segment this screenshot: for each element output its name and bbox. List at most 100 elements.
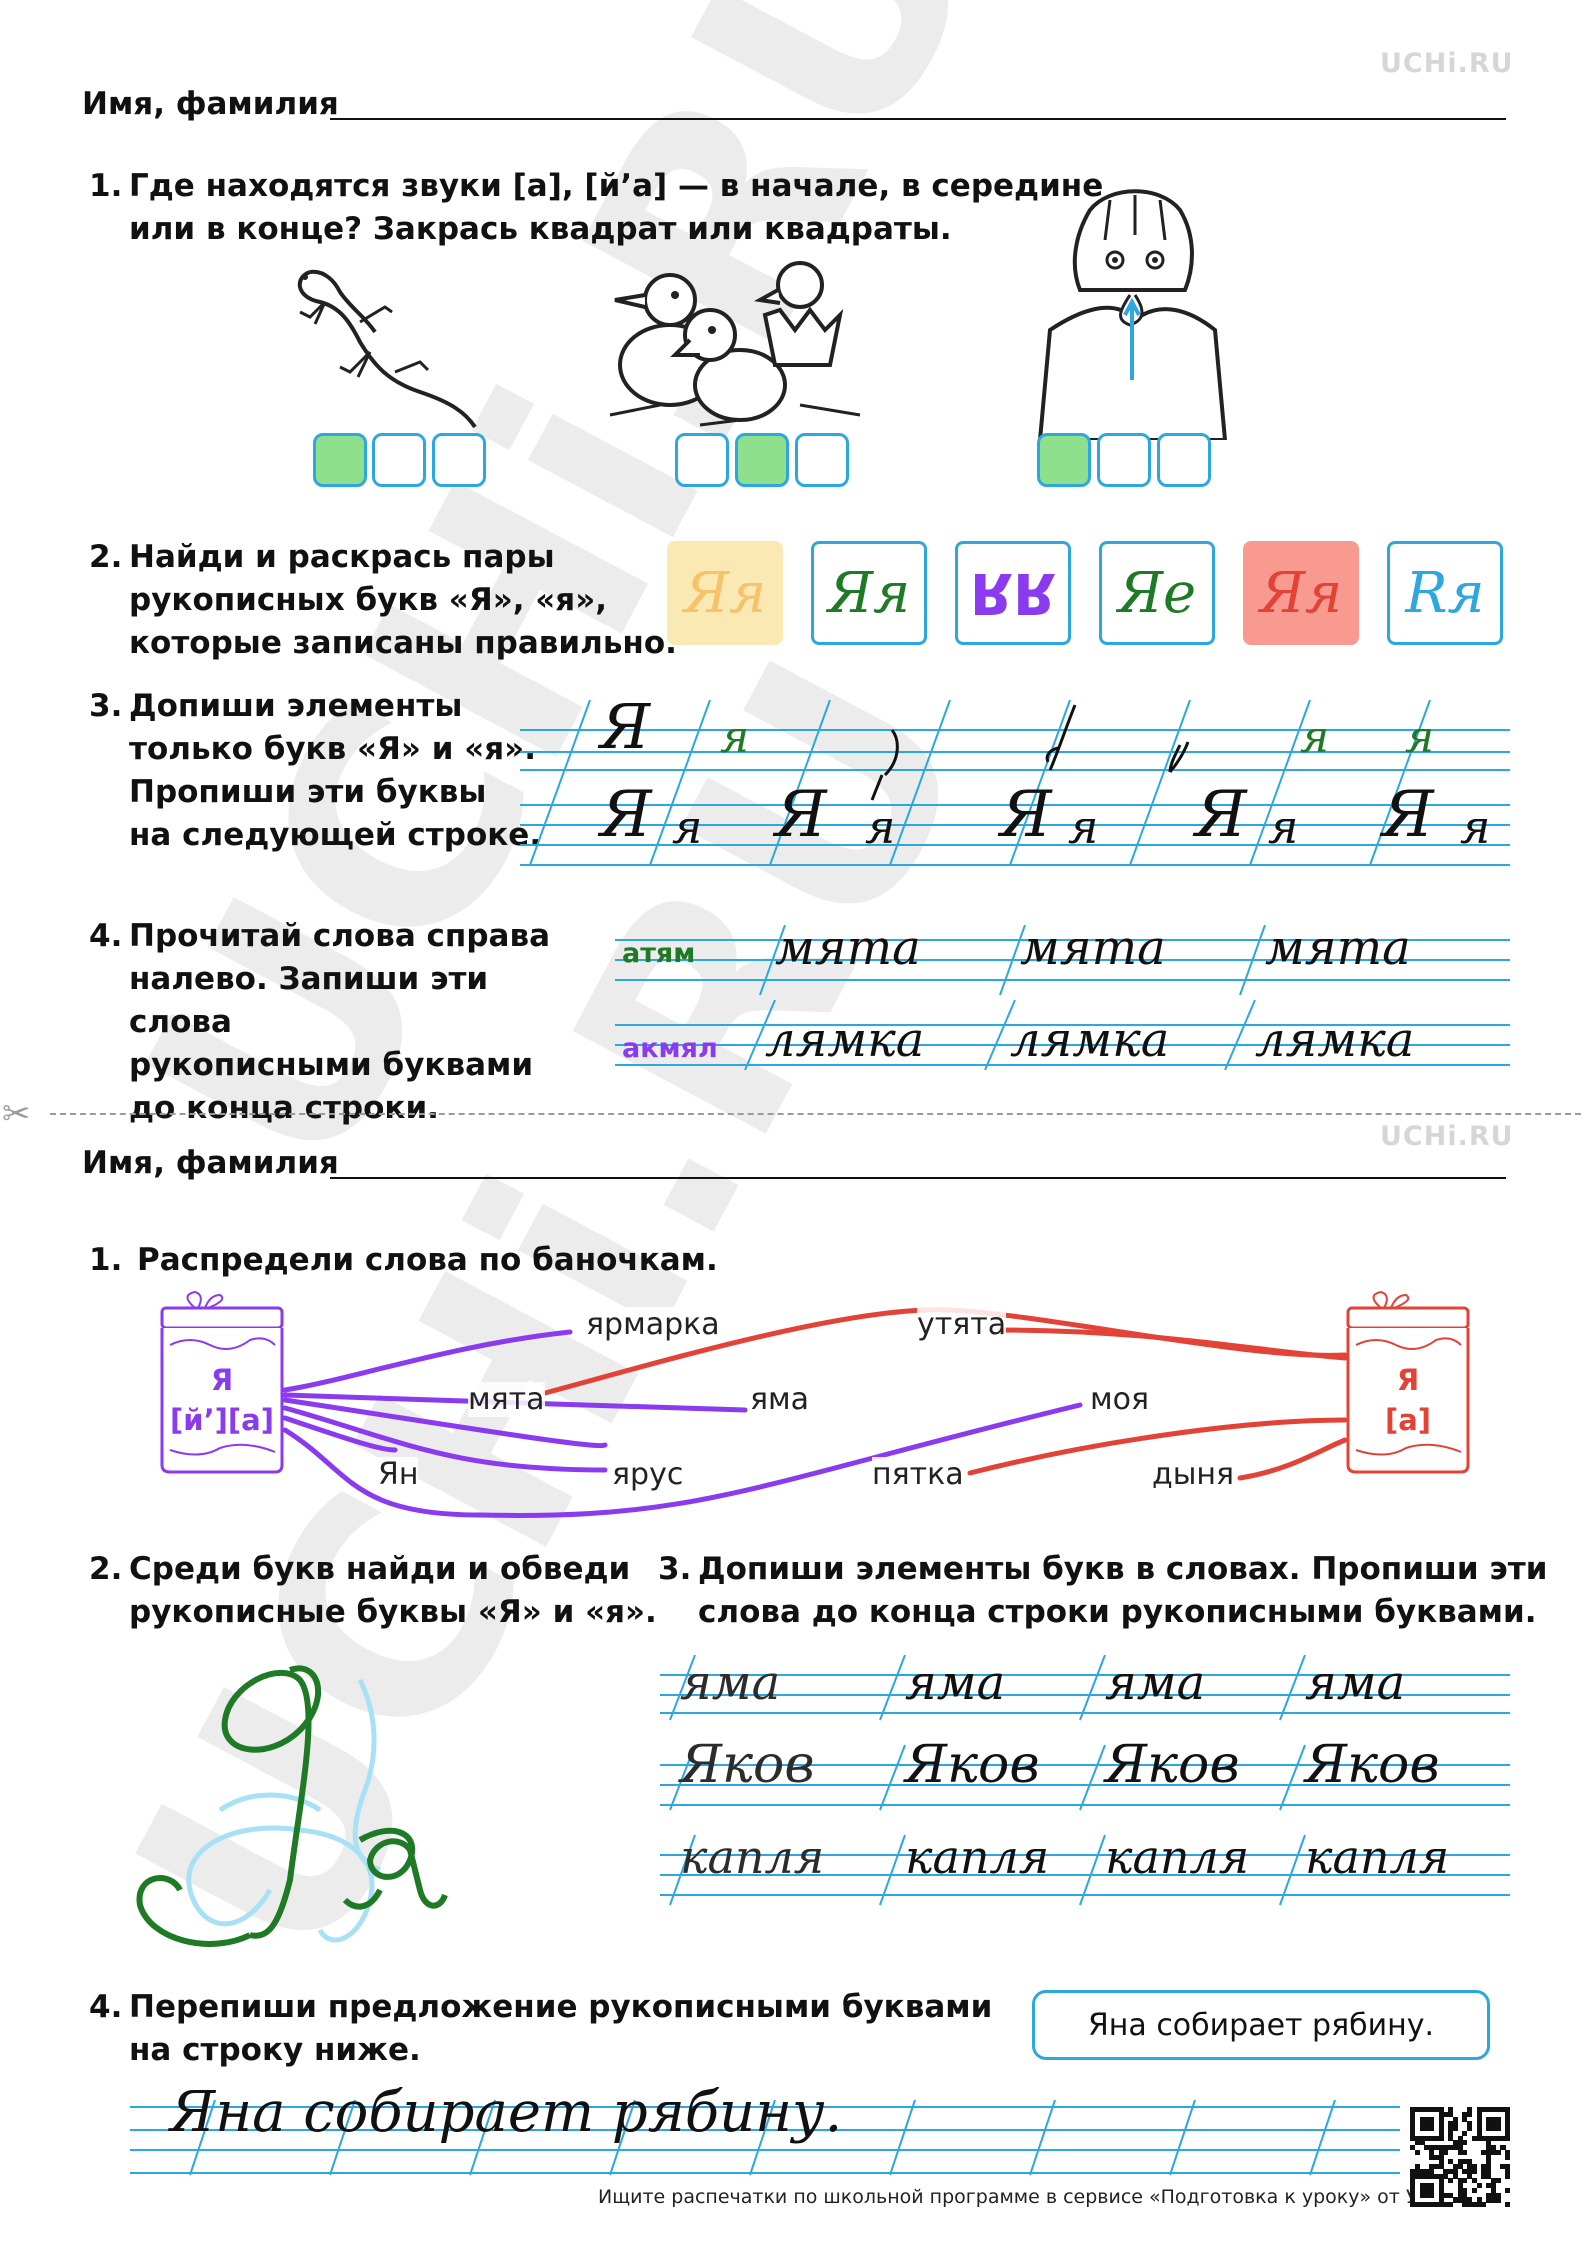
qr-cell: [1429, 2164, 1435, 2170]
qr-cell: [1443, 2173, 1449, 2179]
handwritten-word: Яков: [905, 1735, 1040, 1795]
jar-word[interactable]: ярус: [612, 1457, 684, 1492]
girl-picture: [1037, 189, 1228, 440]
jar-word[interactable]: моя: [1090, 1382, 1150, 1417]
qr-cell: [1410, 2145, 1416, 2151]
qr-cell: [1471, 2164, 1477, 2170]
task-text: налево. Запиши эти слова: [129, 961, 489, 1040]
handwritten-letter: Я: [600, 778, 652, 852]
jar-word[interactable]: Ян: [378, 1457, 419, 1492]
qr-cell: [1448, 2130, 1454, 2136]
jar-word[interactable]: утята: [917, 1307, 1007, 1342]
qr-cell: [1438, 2116, 1444, 2122]
qr-cell: [1410, 2187, 1416, 2193]
qr-cell: [1457, 2149, 1463, 2155]
qr-cell: [1486, 2121, 1492, 2127]
sound-square[interactable]: [1097, 433, 1151, 487]
jar-word[interactable]: пятка: [872, 1457, 964, 1492]
name-line-bottom[interactable]: [330, 1177, 1506, 1179]
handwritten-letter: Я: [600, 690, 651, 763]
qr-cell: [1486, 2135, 1492, 2141]
qr-cell: [1433, 2145, 1439, 2151]
qr-cell: [1429, 2192, 1435, 2198]
handwritten-word: капля: [1305, 1830, 1450, 1884]
qr-cell: [1424, 2192, 1430, 2198]
jar-word[interactable]: ярмарка: [586, 1307, 720, 1342]
qr-cell: [1448, 2202, 1454, 2208]
qr-cell: [1429, 2202, 1435, 2208]
sound-square[interactable]: [1157, 433, 1211, 487]
jar-word[interactable]: мята: [468, 1382, 545, 1417]
sound-square[interactable]: [675, 433, 729, 487]
qr-cell: [1481, 2168, 1487, 2174]
handwritten-word: яма: [1105, 1655, 1206, 1711]
sound-square[interactable]: [372, 433, 426, 487]
qr-cell: [1414, 2173, 1420, 2179]
letter-card[interactable]: Rя: [1387, 541, 1503, 645]
sound-square[interactable]: [735, 433, 789, 487]
qr-cell: [1457, 2135, 1463, 2141]
qr-cell: [1467, 2202, 1473, 2208]
handwritten-word: лямка: [1255, 1012, 1415, 1068]
qr-cell: [1410, 2178, 1416, 2184]
qr-cell: [1452, 2168, 1458, 2174]
jar-word[interactable]: яма: [750, 1382, 810, 1417]
qr-cell: [1443, 2111, 1449, 2117]
writing-lines-task3: [520, 700, 1510, 866]
sound-square[interactable]: [432, 433, 486, 487]
ducklings-picture: [609, 261, 861, 427]
qr-cell: [1490, 2149, 1496, 2155]
qr-cell: [1481, 2107, 1487, 2113]
qr-cell: [1500, 2107, 1506, 2113]
qr-cell: [1486, 2197, 1492, 2203]
qr-cell: [1486, 2107, 1492, 2113]
qr-cell: [1410, 2121, 1416, 2127]
letter-card[interactable]: Яя: [1243, 541, 1359, 645]
jar-word[interactable]: дыня: [1152, 1457, 1235, 1492]
qr-cell: [1419, 2121, 1425, 2127]
qr-cell: [1495, 2135, 1501, 2141]
letter-card[interactable]: Яя: [667, 541, 783, 645]
sound-square[interactable]: [313, 433, 367, 487]
qr-cell: [1505, 2149, 1511, 2155]
qr-cell: [1414, 2164, 1420, 2170]
qr-code[interactable]: [1410, 2107, 1511, 2208]
qr-cell: [1452, 2145, 1458, 2151]
overlapping-letters[interactable]: [120, 1650, 460, 1960]
qr-cell: [1429, 2107, 1435, 2113]
qr-cell: [1467, 2107, 1473, 2113]
qr-cell: [1429, 2168, 1435, 2174]
qr-cell: [1443, 2145, 1449, 2151]
handwritten-word: Яков: [1105, 1735, 1240, 1795]
letter-card[interactable]: RR: [955, 541, 1071, 645]
qr-cell: [1481, 2164, 1487, 2170]
qr-cell: [1462, 2111, 1468, 2117]
qr-cell: [1467, 2159, 1473, 2165]
qr-cell: [1410, 2168, 1416, 2174]
letter-card[interactable]: Яе: [1099, 541, 1215, 645]
qr-cell: [1419, 2116, 1425, 2122]
qr-cell: [1481, 2135, 1487, 2141]
sound-square[interactable]: [1037, 433, 1091, 487]
qr-cell: [1495, 2121, 1501, 2127]
jar-right-label: Я [а]: [1348, 1363, 1468, 1437]
qr-cell: [1438, 2121, 1444, 2127]
qr-cell: [1495, 2107, 1501, 2113]
letter-card[interactable]: Яя: [811, 541, 927, 645]
handwritten-word: капля: [905, 1830, 1050, 1884]
qr-cell: [1471, 2135, 1477, 2141]
qr-cell: [1424, 2168, 1430, 2174]
writing-lines-task3-bottom: [660, 1655, 1510, 1906]
qr-cell: [1495, 2126, 1501, 2132]
qr-cell: [1471, 2187, 1477, 2193]
qr-cell: [1419, 2126, 1425, 2132]
qr-cell: [1438, 2126, 1444, 2132]
qr-cell: [1438, 2192, 1444, 2198]
qr-cell: [1448, 2168, 1454, 2174]
qr-cell: [1505, 2107, 1511, 2113]
name-line-top[interactable]: [330, 118, 1506, 120]
qr-cell: [1448, 2159, 1454, 2165]
handwritten-letter: я: [1268, 800, 1299, 854]
qr-cell: [1490, 2178, 1496, 2184]
sound-square[interactable]: [795, 433, 849, 487]
